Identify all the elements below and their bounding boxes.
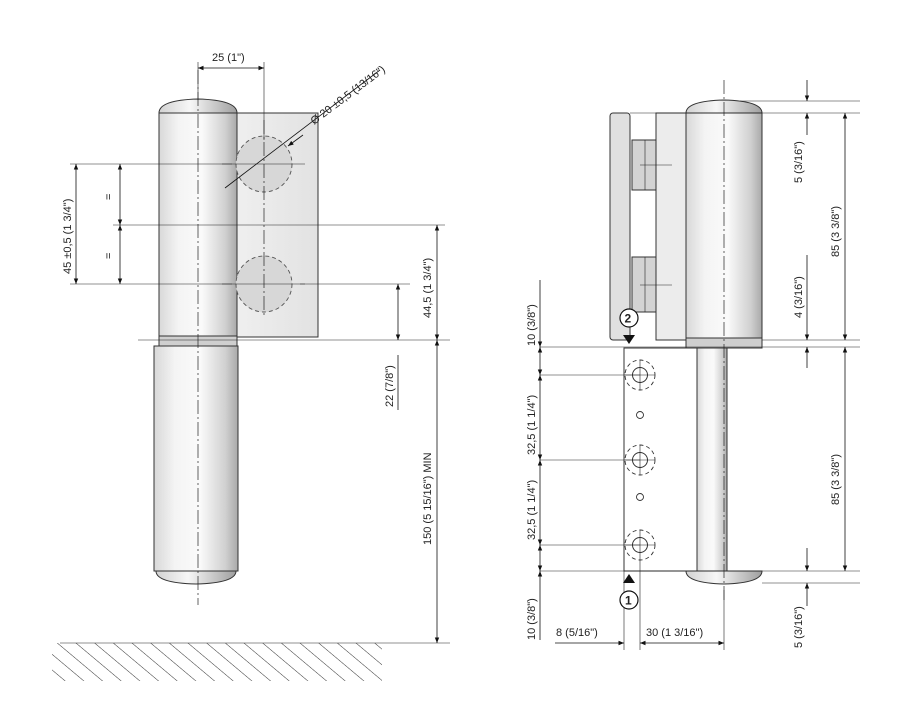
labels: 25 (1") Ø 20 ±0,5 (13/16") 45 ±0,5 (1 3/… — [62, 52, 842, 648]
dim-l-10-bottom: 10 (3/8") — [526, 598, 538, 640]
right-lower-cylinder — [696, 347, 728, 572]
right-view — [609, 80, 763, 600]
dim-distance-mid: 44,5 (1 3/4") — [422, 258, 434, 318]
dim-r-5-top: 5 (3/16") — [793, 141, 805, 183]
pilot-hole-2 — [636, 493, 644, 501]
dim-width-top: 25 (1") — [212, 52, 245, 64]
right-front-plate — [609, 112, 631, 341]
pilot-hole-1 — [636, 411, 644, 419]
marker-1-label: 1 — [625, 594, 632, 608]
dim-equal-top: = — [103, 194, 115, 200]
dim-diameter: Ø 20 ±0,5 (13/16") — [309, 64, 388, 128]
dim-b-30: 30 (1 3/16") — [646, 627, 703, 639]
dim-l-32-top: 32,5 (1 1/4") — [526, 395, 538, 455]
dim-min-floor: 150 (5 15/16") MIN — [422, 452, 434, 545]
dim-r-85-top: 85 (3 3/8") — [830, 206, 842, 257]
marker-arrow-down — [623, 335, 635, 344]
dim-r-4: 4 (3/16") — [793, 276, 805, 318]
dim-r-5-bottom: 5 (3/16") — [793, 606, 805, 648]
dim-l-32-bottom: 32,5 (1 1/4") — [526, 480, 538, 540]
left-bottom-cap — [155, 570, 237, 585]
dim-l-10-top: 10 (3/8") — [526, 304, 538, 346]
dim-r-85-bottom: 85 (3 3/8") — [830, 454, 842, 505]
dim-b-8: 8 (5/16") — [556, 627, 598, 639]
marker-2-circle — [619, 308, 639, 328]
dim-gap-22: 22 (7/8") — [384, 365, 396, 407]
right-dimensions — [537, 80, 860, 650]
dim-equal-bottom: = — [103, 253, 115, 259]
floor-hatch — [52, 643, 382, 681]
dim-height-left: 45 ±0,5 (1 3/4") — [62, 199, 74, 274]
marker-1-circle — [619, 590, 639, 610]
right-hinge-leaf — [655, 112, 687, 341]
marker-arrow-up — [623, 574, 635, 583]
left-lower-cylinder — [153, 345, 239, 572]
marker-2-label: 2 — [625, 312, 632, 326]
left-dimensions — [70, 62, 450, 643]
